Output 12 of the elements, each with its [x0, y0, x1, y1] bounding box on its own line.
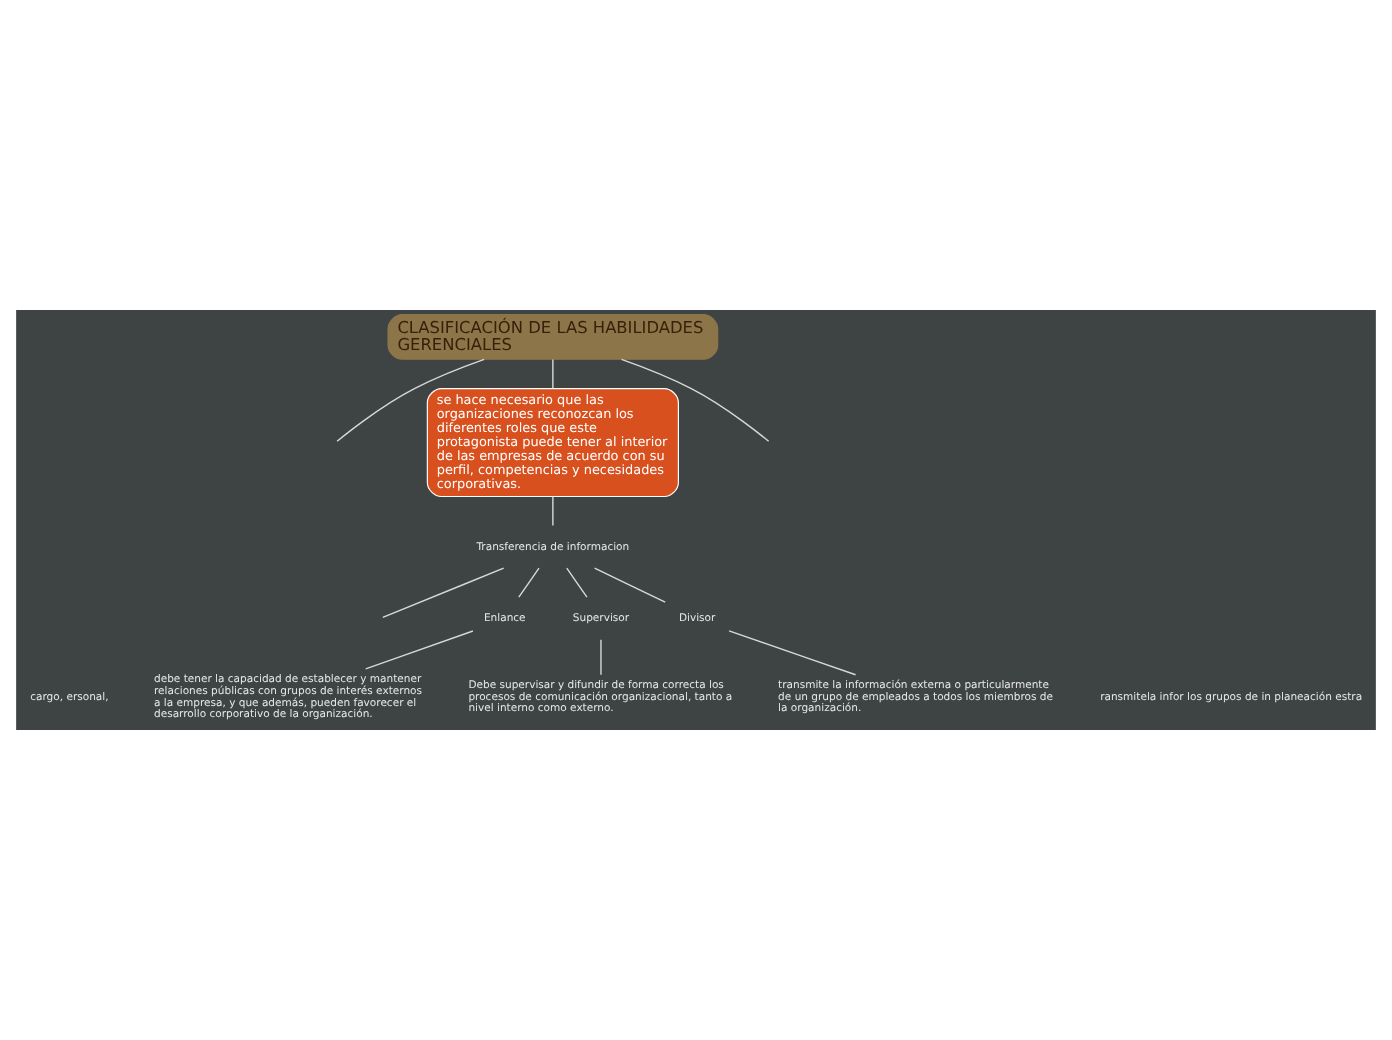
connector [552, 495, 554, 527]
connector [382, 567, 505, 619]
connector [336, 358, 485, 442]
connector [620, 358, 770, 442]
connector [566, 567, 588, 598]
connector [593, 567, 666, 603]
node-box: CLASIFICACIÓN DE LAS HABILIDADES GERENCIALES [387, 314, 719, 360]
connector [552, 358, 554, 390]
connector [365, 630, 474, 670]
connector [728, 630, 857, 676]
connector [600, 639, 602, 676]
connector [518, 567, 540, 598]
